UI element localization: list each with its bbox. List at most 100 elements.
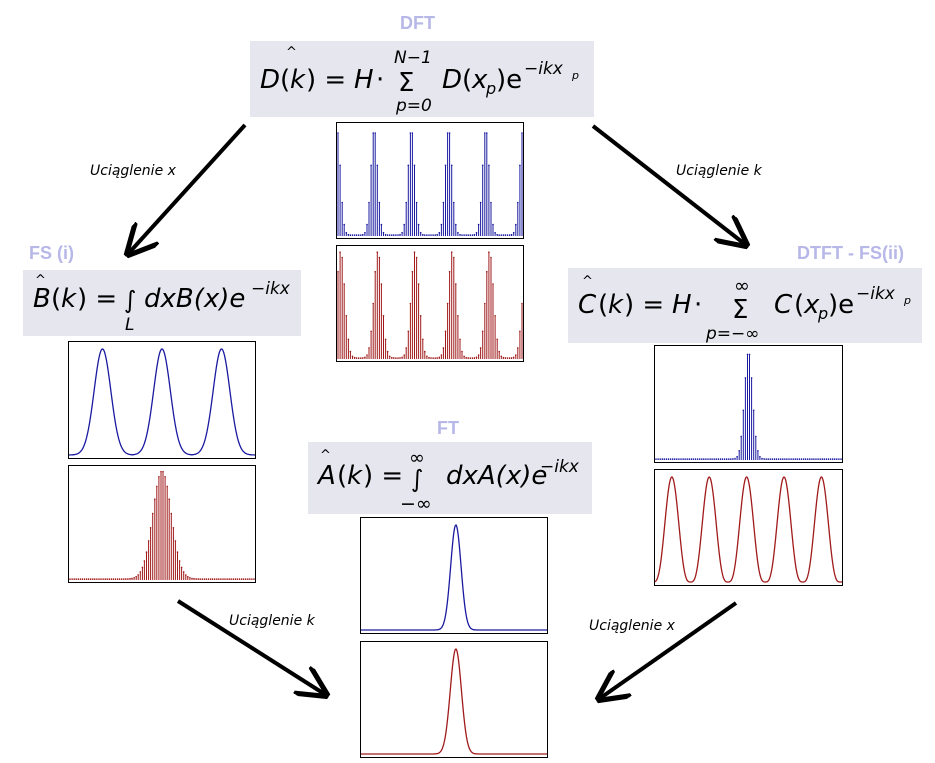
dft-signal-marker — [393, 234, 395, 236]
dtft-signal-marker — [740, 435, 742, 438]
dft-spectrum-marker — [450, 251, 453, 253]
svg-text:∫: ∫ — [124, 286, 137, 314]
dft-spectrum-marker — [370, 330, 372, 333]
fs-spectrum-marker — [220, 578, 222, 580]
dft-spectrum-marker — [386, 350, 389, 353]
dft-signal-marker — [357, 234, 360, 236]
formula-ft-int-lower: −∞ — [400, 493, 432, 514]
dtft-signal-marker — [821, 458, 824, 460]
dft-signal-marker — [512, 231, 515, 234]
fs-spectrum-marker — [71, 578, 73, 580]
fs-spectrum-marker — [199, 578, 201, 580]
dft-spectrum-marker — [519, 330, 521, 333]
dft-signal-marker — [339, 164, 341, 167]
dft-spectrum-marker — [455, 283, 457, 285]
fs-spectrum-marker — [251, 578, 253, 580]
dft-signal-marker — [459, 233, 461, 236]
dft-spectrum-marker — [341, 256, 343, 259]
dtft-signal-marker — [723, 458, 726, 460]
fs-spectrum-marker — [96, 578, 98, 580]
dtft-signal-marker — [750, 377, 753, 379]
dtft-signal-marker — [703, 458, 705, 460]
dtft-signal-marker — [802, 458, 805, 460]
dft-signal-marker — [492, 223, 494, 226]
dft-spectrum-marker — [345, 315, 348, 317]
fs-spectrum-marker — [151, 512, 154, 515]
fs-spectrum-marker — [201, 578, 204, 580]
dft-signal-marker — [515, 223, 517, 226]
fs-spectrum-marker — [104, 578, 106, 580]
arrow-label-bottom-right: Uciąglenie x — [589, 618, 675, 634]
fs-spectrum-marker — [102, 578, 104, 580]
fs-spectrum-marker — [81, 578, 84, 580]
plot-fs-spectrum — [68, 465, 256, 583]
dft-spectrum-marker — [481, 330, 484, 333]
fs-spectrum-marker — [207, 578, 210, 580]
fs-spectrum-marker — [203, 578, 206, 580]
dft-signal-marker — [407, 164, 410, 167]
dft-signal-marker — [399, 233, 401, 236]
fs-spectrum-marker — [110, 578, 113, 580]
dft-spectrum-marker — [436, 357, 438, 359]
dft-signal-marker — [504, 234, 507, 236]
fs-spectrum-marker — [100, 578, 102, 580]
fs-spectrum-marker — [160, 470, 162, 473]
dtft-signal-marker — [705, 458, 707, 460]
formula-ft: ^ A ( k ) = ∞ ∫ −∞ dxA(x)e −ikx — [308, 442, 592, 514]
dft-signal-marker — [475, 231, 478, 234]
dft-signal-marker — [521, 132, 523, 134]
dtft-signal-marker — [701, 458, 703, 460]
dft-spectrum-marker — [465, 356, 467, 359]
fs-spectrum-marker — [116, 578, 119, 580]
svg-text:(: ( — [51, 284, 61, 314]
dtft-signal-marker — [792, 458, 794, 460]
dft-signal-marker — [384, 233, 387, 236]
dtft-signal-marker — [788, 458, 790, 460]
dtft-signal-marker — [823, 458, 826, 460]
dtft-signal-marker — [755, 435, 757, 438]
dtft-signal-marker — [673, 458, 676, 460]
formula-dft-sum-lower: p=0 — [395, 96, 432, 116]
dft-signal-marker — [496, 233, 498, 236]
dft-spectrum-marker — [469, 357, 472, 359]
dtft-signal-marker — [709, 458, 711, 460]
dft-spectrum-marker — [477, 354, 480, 356]
dft-spectrum-marker — [391, 356, 393, 359]
dft-spectrum-marker — [357, 357, 360, 359]
formula-fs-i: ^ B ( k ) = ∫ L dxB(x)e −ikx — [23, 270, 301, 336]
formula-dtft-sum-upper: ∞ — [734, 275, 750, 297]
dft-signal-marker — [440, 223, 443, 226]
fs-spectrum-marker — [180, 566, 183, 569]
dft-spectrum-marker — [430, 357, 432, 359]
dft-signal-marker — [510, 233, 513, 236]
dft-signal-marker — [488, 164, 490, 167]
fs-spectrum-marker — [232, 578, 235, 580]
fs-spectrum-marker — [182, 571, 185, 573]
dtft-signal-marker — [692, 458, 695, 460]
dft-signal-marker — [453, 201, 455, 204]
fs-spectrum-marker — [224, 578, 226, 580]
dtft-signal-marker — [684, 458, 686, 460]
arrow-label-top-right: Uciąglenie k — [676, 163, 762, 179]
dft-signal-marker — [397, 234, 399, 236]
dtft-signal-marker — [725, 458, 728, 460]
dft-signal-marker — [382, 231, 385, 234]
dft-signal-marker — [484, 132, 486, 134]
dft-spectrum-marker — [339, 251, 341, 253]
dft-signal-marker — [388, 234, 391, 236]
formula-dft-fn: D — [442, 65, 462, 95]
formula-dtft-sub: p — [817, 304, 828, 323]
formula-dtft-var: x — [803, 290, 820, 320]
formula-fs-body: dxB(x)e — [144, 284, 245, 314]
dft-spectrum-marker — [498, 350, 500, 353]
ft-spectrum-curve — [361, 648, 547, 755]
dft-signal-marker — [471, 234, 474, 236]
formula-dtft-fn: C — [774, 290, 793, 320]
dft-spectrum-marker — [374, 270, 376, 273]
dtft-spectrum-curve — [655, 476, 842, 583]
svg-text:Σ: Σ — [732, 295, 748, 325]
fs-spectrum-marker — [154, 498, 156, 500]
dtft-signal-marker — [811, 458, 813, 460]
dft-spectrum-marker — [448, 270, 451, 273]
dft-spectrum-marker — [351, 355, 354, 358]
